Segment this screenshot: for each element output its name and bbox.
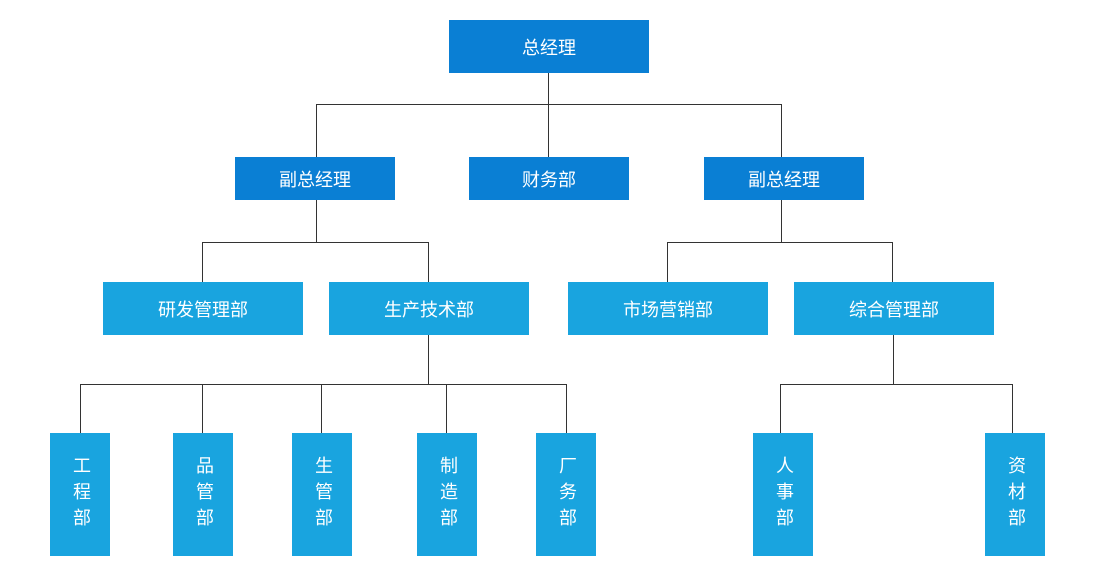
- node-label: 厂务部: [556, 455, 577, 534]
- node-finance-dept[interactable]: 财务部: [469, 157, 629, 200]
- node-label: 副总经理: [279, 169, 351, 191]
- node-factory-affairs-dept[interactable]: 厂务部: [536, 433, 596, 556]
- node-label: 制造部: [437, 455, 458, 534]
- node-hr-dept[interactable]: 人事部: [753, 433, 813, 556]
- node-label: 财务部: [522, 169, 576, 191]
- node-engineering-dept[interactable]: 工程部: [50, 433, 110, 556]
- node-materials-dept[interactable]: 资材部: [985, 433, 1045, 556]
- node-rnd-mgmt-dept[interactable]: 研发管理部: [103, 282, 303, 335]
- node-production-mgmt-dept[interactable]: 生管部: [292, 433, 352, 556]
- node-label: 综合管理部: [849, 299, 939, 321]
- node-label: 总经理: [522, 37, 576, 59]
- node-marketing-dept[interactable]: 市场营销部: [568, 282, 768, 335]
- node-production-tech-dept[interactable]: 生产技术部: [329, 282, 529, 335]
- node-general-manager[interactable]: 总经理: [449, 20, 649, 73]
- node-label: 资材部: [1005, 455, 1026, 534]
- node-label: 生产技术部: [384, 299, 474, 321]
- node-vice-gm-right[interactable]: 副总经理: [704, 157, 864, 200]
- node-label: 研发管理部: [158, 299, 248, 321]
- node-label: 品管部: [193, 455, 214, 534]
- node-general-admin-dept[interactable]: 综合管理部: [794, 282, 994, 335]
- node-label: 人事部: [773, 455, 794, 534]
- node-label: 工程部: [70, 455, 91, 534]
- node-vice-gm-left[interactable]: 副总经理: [235, 157, 395, 200]
- node-manufacturing-dept[interactable]: 制造部: [417, 433, 477, 556]
- node-label: 市场营销部: [623, 299, 713, 321]
- node-label: 生管部: [312, 455, 333, 534]
- node-quality-dept[interactable]: 品管部: [173, 433, 233, 556]
- node-label: 副总经理: [748, 169, 820, 191]
